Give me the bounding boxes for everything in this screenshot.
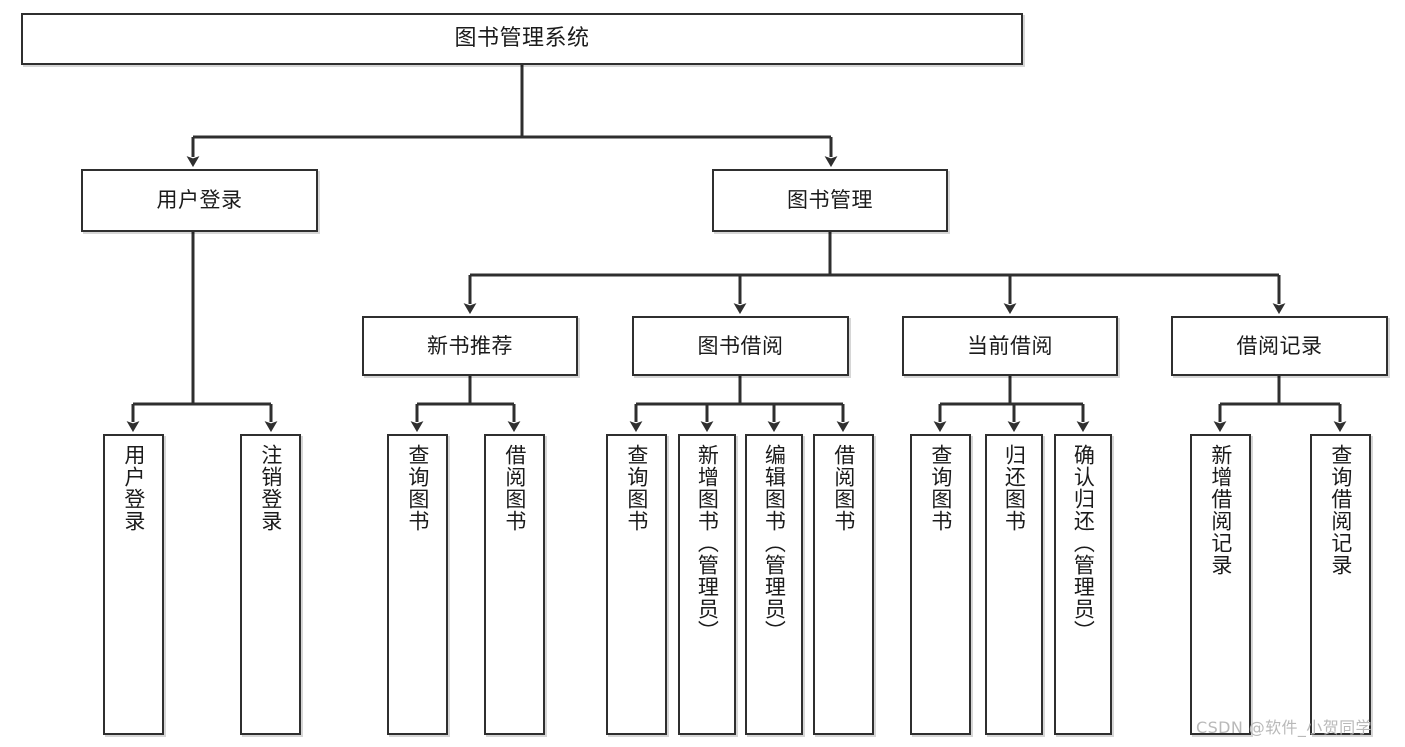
node-label: 新增借阅记录 bbox=[1208, 444, 1233, 576]
leaf-add-borrow-record[interactable]: 新增借阅记录 bbox=[1190, 434, 1251, 735]
node-label: 归还图书 bbox=[1002, 444, 1027, 532]
node-label: 查询图书 bbox=[928, 444, 953, 532]
node-label: 当前借阅 bbox=[967, 333, 1053, 358]
node-label: 查询图书 bbox=[624, 444, 649, 532]
csdn-watermark: CSDN @软件_小贺同学 bbox=[1196, 718, 1372, 737]
leaf-borrow-book-recommend[interactable]: 借阅图书 bbox=[484, 434, 545, 735]
node-label: 图书借阅 bbox=[697, 333, 784, 358]
node-user-login[interactable]: 用户登录 bbox=[81, 169, 318, 232]
leaf-confirm-return-admin[interactable]: 确认归还（管理员） bbox=[1054, 434, 1112, 735]
node-book-management-system[interactable]: 图书管理系统 bbox=[21, 13, 1023, 65]
node-label: 借阅图书 bbox=[502, 444, 527, 532]
leaf-logout-login[interactable]: 注销登录 bbox=[240, 434, 301, 735]
node-new-book-recommend[interactable]: 新书推荐 bbox=[362, 316, 578, 376]
leaf-add-book-admin[interactable]: 新增图书（管理员） bbox=[678, 434, 736, 735]
leaf-query-book-recommend[interactable]: 查询图书 bbox=[387, 434, 448, 735]
node-label: 图书管理 bbox=[787, 188, 873, 213]
node-label: 确认归还（管理员） bbox=[1071, 444, 1096, 642]
leaf-return-book[interactable]: 归还图书 bbox=[985, 434, 1043, 735]
node-label: 借阅图书 bbox=[831, 444, 856, 532]
node-label: 新书推荐 bbox=[427, 333, 513, 358]
node-borrow-record[interactable]: 借阅记录 bbox=[1171, 316, 1388, 376]
leaf-query-book-current[interactable]: 查询图书 bbox=[910, 434, 971, 735]
node-label: 新增图书（管理员） bbox=[695, 444, 720, 642]
leaf-edit-book-admin[interactable]: 编辑图书（管理员） bbox=[745, 434, 803, 735]
node-book-manage[interactable]: 图书管理 bbox=[712, 169, 948, 232]
leaf-user-login[interactable]: 用户登录 bbox=[103, 434, 164, 735]
leaf-borrow-book-borrow[interactable]: 借阅图书 bbox=[813, 434, 874, 735]
node-label: 注销登录 bbox=[258, 444, 283, 532]
leaf-query-book-borrow[interactable]: 查询图书 bbox=[606, 434, 667, 735]
node-label: 查询借阅记录 bbox=[1328, 444, 1353, 576]
node-label: 编辑图书（管理员） bbox=[762, 444, 787, 642]
node-current-borrow[interactable]: 当前借阅 bbox=[902, 316, 1118, 376]
node-label: 借阅记录 bbox=[1236, 333, 1323, 358]
node-label: 图书管理系统 bbox=[454, 26, 590, 52]
node-label: 查询图书 bbox=[405, 444, 430, 532]
leaf-query-borrow-record[interactable]: 查询借阅记录 bbox=[1310, 434, 1371, 735]
node-label: 用户登录 bbox=[121, 444, 146, 532]
node-book-borrow[interactable]: 图书借阅 bbox=[632, 316, 849, 376]
node-label: 用户登录 bbox=[156, 188, 243, 213]
